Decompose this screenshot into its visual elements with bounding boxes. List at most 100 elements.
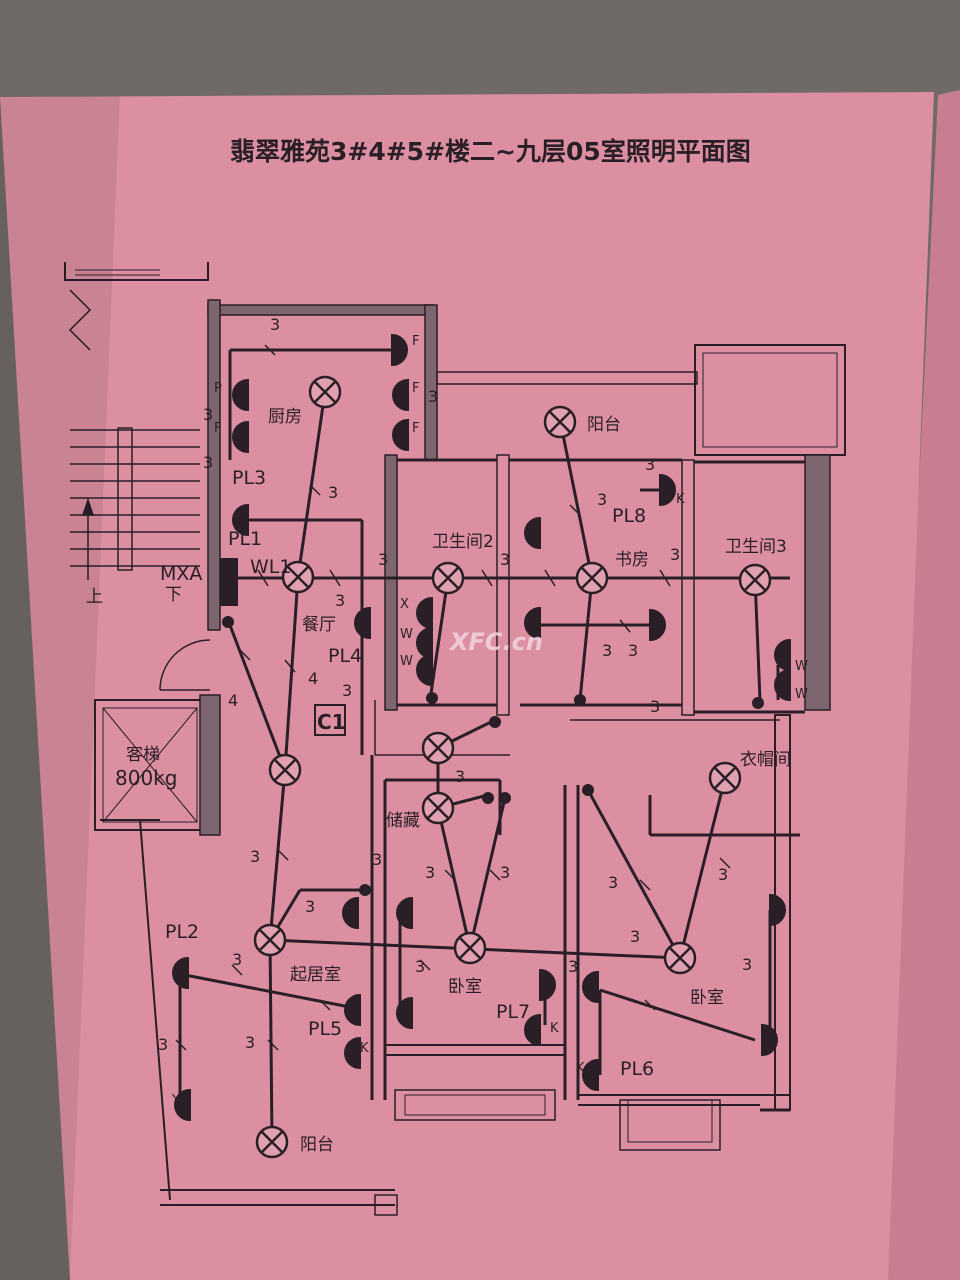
socket-pl8 <box>659 473 676 507</box>
mark-w4: W <box>795 687 808 702</box>
shadow-left <box>0 96 120 1280</box>
light-dining-b <box>268 753 302 787</box>
socket-living-4 <box>174 1088 191 1122</box>
mark-k4: K <box>360 1041 369 1056</box>
wire-count: 3 <box>305 897 315 916</box>
wire-count: 3 <box>232 950 242 969</box>
socket-kitchen-2 <box>232 378 249 412</box>
wire-count: 3 <box>245 1033 255 1052</box>
label-pl6: PL6 <box>620 1058 654 1080</box>
light-bedroom-b <box>663 941 697 975</box>
room-dining: 餐厅 <box>302 615 336 635</box>
socket-pl7 <box>524 1013 541 1047</box>
wire-count: 3 <box>335 591 345 610</box>
elevator-capacity: 800kg <box>115 766 177 790</box>
mark-f3: F <box>412 381 419 396</box>
room-bath2: 卫生间2 <box>432 532 494 552</box>
wire-count: 3 <box>602 641 612 660</box>
socket-bath2-3 <box>416 653 433 687</box>
light-balcony-top <box>543 405 577 439</box>
label-pl2: PL2 <box>165 921 199 943</box>
socket-bath3-2 <box>774 668 791 702</box>
wire-ticks <box>175 344 731 1051</box>
wire-count: 3 <box>250 847 260 866</box>
wire-count: 3 <box>158 1035 168 1054</box>
light-living <box>253 923 287 957</box>
socket-kitchen-1 <box>391 333 408 367</box>
wire-count: 3 <box>203 453 213 472</box>
wire-count: 3 <box>372 850 382 869</box>
wire-count: 3 <box>500 863 510 882</box>
room-living: 起居室 <box>290 965 341 985</box>
socket-bedroom-a-1 <box>396 896 413 930</box>
wire-count: 3 <box>597 490 607 509</box>
label-c1: C1 <box>317 710 346 734</box>
light-storage <box>421 791 455 825</box>
west-wall <box>207 299 221 631</box>
room-balcony-bottom: 阳台 <box>300 1135 334 1155</box>
wire-count: 3 <box>328 483 338 502</box>
socket-dining-2 <box>354 606 371 640</box>
mark-w3: W <box>795 659 808 674</box>
socket-bedroom-b-2 <box>769 893 786 927</box>
socket-study-2 <box>524 606 541 640</box>
socket-bedroom-b-3 <box>761 1023 778 1057</box>
drawing-title: 翡翠雅苑3#4#5#楼二~九层05室照明平面图 <box>230 137 751 166</box>
label-pl8: PL8 <box>612 505 646 527</box>
mark-k3: K <box>576 1061 585 1076</box>
mark-f1: F <box>412 334 419 349</box>
label-wl1: WL1 <box>250 556 291 578</box>
ceiling-lights <box>253 375 772 1159</box>
socket-bedroom-a-3 <box>539 968 556 1002</box>
wire-count: 3 <box>718 865 728 884</box>
mark-k2: K <box>550 1021 559 1036</box>
walls <box>64 262 846 1216</box>
socket-kitchen-3 <box>232 420 249 454</box>
light-balcony-bottom <box>255 1125 289 1159</box>
light-bath3 <box>738 563 772 597</box>
balcony-top-wall <box>436 371 698 385</box>
wire-count: 3 <box>378 550 388 569</box>
label-pl3: PL3 <box>232 467 266 489</box>
watermark-logo: XFC.cn <box>448 628 543 656</box>
socket-bedroom-b-1 <box>582 970 599 1004</box>
elevator-label: 客梯 <box>126 745 160 765</box>
east-wall <box>804 454 831 711</box>
socket-living-2 <box>172 956 189 990</box>
staircase <box>70 427 200 580</box>
socket-study-3 <box>649 608 666 642</box>
wire-count: 3 <box>203 405 213 424</box>
light-dining-a <box>281 560 315 594</box>
socket-dining-1 <box>232 503 249 537</box>
mark-p: P <box>214 381 222 396</box>
wire-count: 3 <box>628 641 638 660</box>
room-storage: 储藏 <box>386 811 420 831</box>
mark-w2: W <box>400 654 413 669</box>
light-corridor <box>421 731 455 765</box>
mark-w1: W <box>400 627 413 642</box>
kitchen-east-wall <box>424 304 438 461</box>
mark-f4: F <box>412 421 419 436</box>
room-bedroom-b: 卧室 <box>690 988 724 1008</box>
wiring <box>178 348 790 1141</box>
upper-right-bay <box>694 344 846 456</box>
sockets <box>172 333 791 1122</box>
wire-count: 3 <box>645 455 655 474</box>
wire-count: 3 <box>742 955 752 974</box>
label-pl1: PL1 <box>228 528 262 550</box>
mark-x: X <box>400 597 409 612</box>
room-study: 书房 <box>615 550 649 570</box>
wire-count: 3 <box>650 697 660 716</box>
socket-living-1 <box>342 896 359 930</box>
label-pl4: PL4 <box>328 645 362 667</box>
wire-count: 3 <box>455 767 465 786</box>
switches <box>222 616 764 896</box>
wire-count: 3 <box>670 545 680 564</box>
wire-count: 4 <box>228 691 238 710</box>
wire-count: 3 <box>568 957 578 976</box>
wire-count: 3 <box>342 681 352 700</box>
stair-down-label: 下 <box>165 585 182 605</box>
wire-count: 3 <box>630 927 640 946</box>
